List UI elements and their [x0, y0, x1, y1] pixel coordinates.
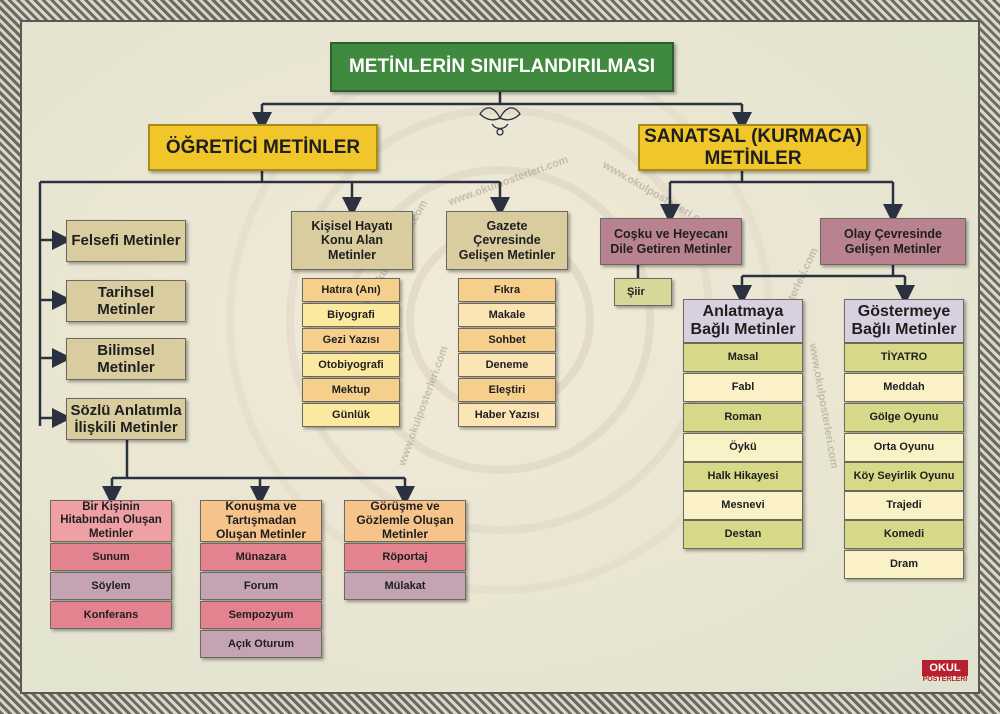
list-item: Röportaj	[344, 543, 466, 571]
list-item: Roman	[683, 403, 803, 432]
list-item: Meddah	[844, 373, 964, 402]
logo-subtext: POSTERLERİ	[922, 676, 968, 683]
cosku-metinler: Coşku ve Heyecanı Dile Getiren Metinler	[600, 218, 742, 265]
list-item: Deneme	[458, 353, 556, 377]
list-item: Günlük	[302, 403, 400, 427]
list-item: Mesnevi	[683, 491, 803, 520]
list-item: Orta Oyunu	[844, 433, 964, 462]
list-item: Köy Seyirlik Oyunu	[844, 462, 964, 491]
list-item: Mektup	[302, 378, 400, 402]
konusma-metinler: Konuşma ve Tartışmadan Oluşan Metinler	[200, 499, 322, 542]
list-item: Sempozyum	[200, 601, 322, 629]
list-item: Hatıra (Anı)	[302, 278, 400, 302]
list-item: Makale	[458, 303, 556, 327]
list-item: Dram	[844, 550, 964, 579]
list-item: Biyografi	[302, 303, 400, 327]
okul-posterleri-logo: OKUL POSTERLERİ	[922, 660, 968, 686]
gazete-metinler: Gazete Çevresinde Gelişen Metinler	[446, 211, 568, 270]
logo-text: OKUL	[922, 660, 968, 676]
list-item: Otobiyografi	[302, 353, 400, 377]
list-item: Söylem	[50, 572, 172, 600]
list-item: Öykü	[683, 433, 803, 462]
list-item: TİYATRO	[844, 343, 964, 372]
list-item: Halk Hikayesi	[683, 462, 803, 491]
list-item: Komedi	[844, 520, 964, 549]
list-item: Sunum	[50, 543, 172, 571]
list-item: Destan	[683, 520, 803, 549]
gorusme-metinler: Görüşme ve Gözlemle Oluşan Metinler	[344, 499, 466, 542]
sanatsal-metinler-header: SANATSAL (KURMACA) METİNLER	[638, 124, 868, 171]
ogretici-metinler-header: ÖĞRETİCİ METİNLER	[148, 124, 378, 171]
list-item: Açık Oturum	[200, 630, 322, 658]
gostermeye-bagli-metinler: Göstermeye Bağlı Metinler	[844, 299, 964, 343]
list-item: Şiir	[614, 278, 672, 306]
olay-metinler: Olay Çevresinde Gelişen Metinler	[820, 218, 966, 265]
list-item: Fıkra	[458, 278, 556, 302]
list-item: Sohbet	[458, 328, 556, 352]
main-title: METİNLERİN SINIFLANDIRILMASI	[330, 42, 674, 92]
hitabet-metinler: Bir Kişinin Hitabından Oluşan Metinler	[50, 500, 172, 542]
list-item: Forum	[200, 572, 322, 600]
anlatmaya-bagli-metinler: Anlatmaya Bağlı Metinler	[683, 299, 803, 343]
list-item: Mülakat	[344, 572, 466, 600]
list-item: Münazara	[200, 543, 322, 571]
list-item: Trajedi	[844, 491, 964, 520]
list-item: Haber Yazısı	[458, 403, 556, 427]
list-item: Gölge Oyunu	[844, 403, 964, 432]
sozlu-anlatim-metinler: Sözlü Anlatımla İlişkili Metinler	[66, 398, 186, 440]
felsefi-metinler: Felsefi Metinler	[66, 220, 186, 262]
tarihsel-metinler: Tarihsel Metinler	[66, 280, 186, 322]
list-item: Masal	[683, 343, 803, 372]
list-item: Eleştiri	[458, 378, 556, 402]
kisisel-hayat-metinler: Kişisel Hayatı Konu Alan Metinler	[291, 211, 413, 270]
list-item: Konferans	[50, 601, 172, 629]
bilimsel-metinler: Bilimsel Metinler	[66, 338, 186, 380]
list-item: Fabl	[683, 373, 803, 402]
list-item: Gezi Yazısı	[302, 328, 400, 352]
